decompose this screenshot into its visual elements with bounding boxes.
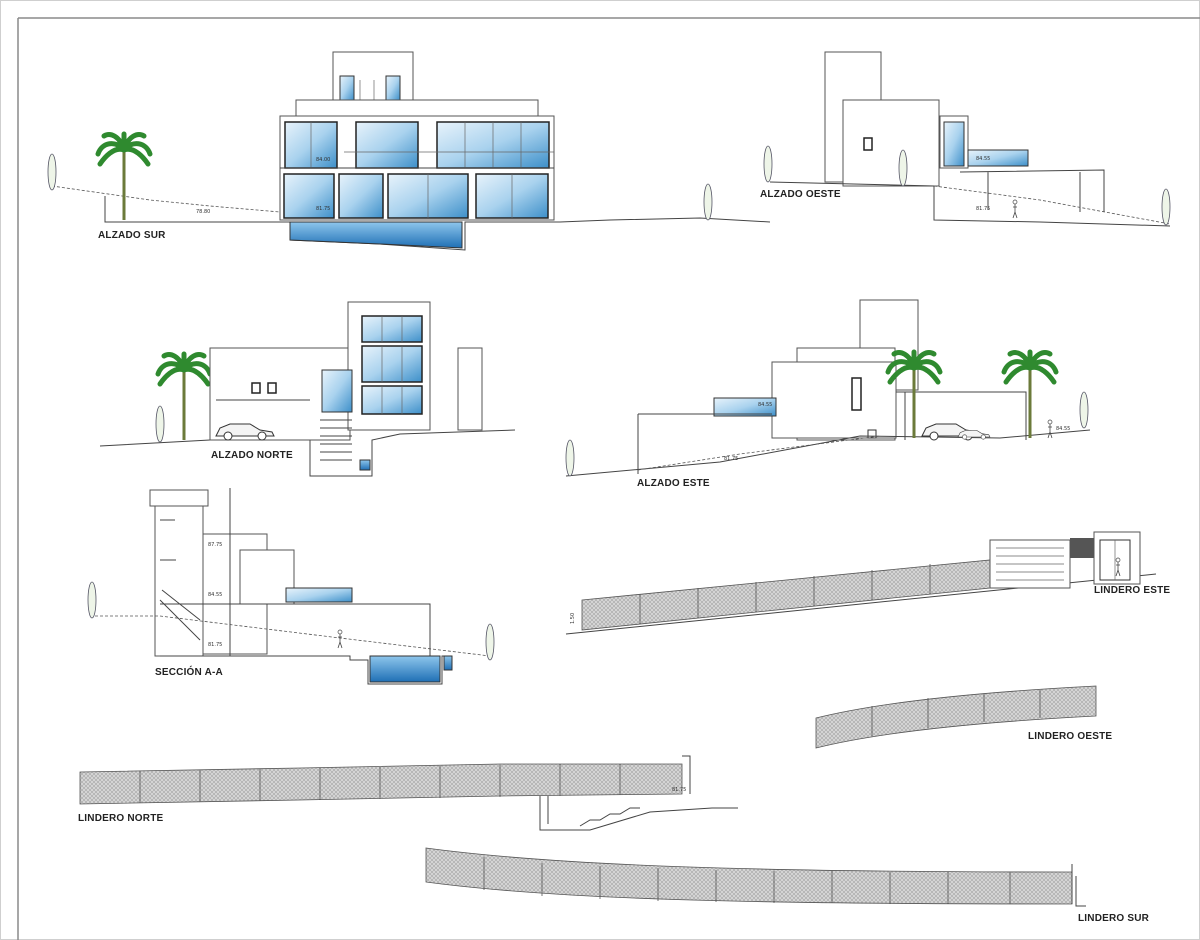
boundary-fence	[79, 763, 683, 805]
view-title: LINDERO OESTE	[1028, 731, 1112, 742]
view-lindero-sur: LINDERO SUR	[425, 847, 1150, 924]
level-mark: 84.55	[758, 402, 772, 408]
view-alzado-oeste: 84.55 81.75 ALZADO OESTE	[760, 51, 1171, 227]
level-mark: 78.80	[196, 209, 210, 215]
view-alzado-este: 84.55 81.75 84.55 ALZADO ESTE	[565, 299, 1091, 489]
view-title: LINDERO SUR	[1078, 913, 1150, 924]
level-mark: 84.00	[316, 157, 330, 163]
view-alzado-norte: ALZADO NORTE	[99, 301, 516, 477]
view-title: ALZADO SUR	[98, 230, 166, 241]
level-mark: 84.55	[976, 156, 990, 162]
view-alzado-sur: 84.00 81.75 78.80 ALZADO SUR	[47, 51, 771, 251]
roof-slab	[295, 99, 539, 117]
view-title: ALZADO ESTE	[637, 478, 710, 489]
boundary-fence	[815, 685, 1097, 749]
level-mark: 81.75	[316, 206, 330, 212]
view-title: LINDERO ESTE	[1094, 585, 1170, 596]
view-title: ALZADO OESTE	[760, 189, 841, 200]
view-title: ALZADO NORTE	[211, 450, 293, 461]
level-mark: 81.75	[976, 206, 990, 212]
level-mark: 81.75	[672, 787, 686, 793]
view-title: LINDERO NORTE	[78, 813, 164, 824]
terrain-line	[104, 196, 771, 251]
level-mark: 81.75	[724, 456, 738, 462]
level-mark: 87.75	[208, 542, 222, 548]
view-lindero-oeste: LINDERO OESTE	[815, 685, 1112, 749]
view-lindero-norte: 81.75 LINDERO NORTE	[78, 755, 738, 831]
level-mark: 81.75	[208, 642, 222, 648]
level-mark: 1.50	[570, 613, 576, 624]
pool	[289, 221, 463, 249]
view-lindero-este: 1.50 LINDERO ESTE	[565, 531, 1170, 635]
view-seccion-aa: 87.75 84.55 81.75 SECCIÓN A-A	[87, 488, 495, 685]
view-title: SECCIÓN A-A	[155, 665, 223, 678]
level-mark: 84.55	[208, 592, 222, 598]
level-mark: 84.55	[1056, 426, 1070, 432]
